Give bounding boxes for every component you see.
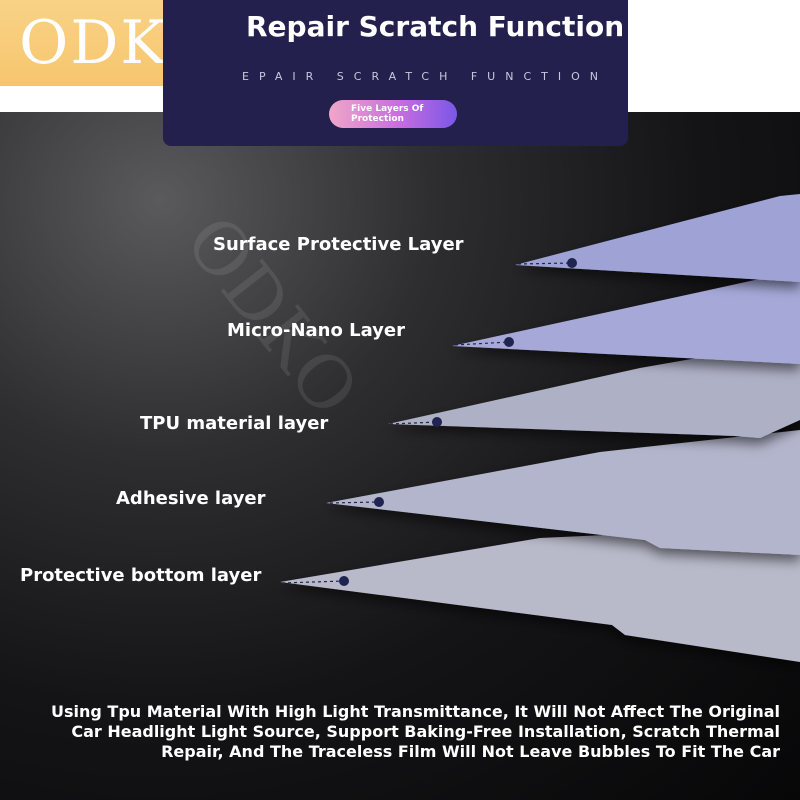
leader-dot-tpu bbox=[432, 417, 442, 427]
layer-sheet-tpu bbox=[388, 340, 800, 438]
product-description: Using Tpu Material With High Light Trans… bbox=[51, 702, 780, 761]
layer-sheet-protective-bottom bbox=[280, 526, 800, 662]
leader-dot-bottom bbox=[339, 576, 349, 586]
label-surface-protective-layer: Surface Protective Layer bbox=[213, 234, 464, 255]
layer-sheet-adhesive bbox=[326, 430, 800, 555]
label-adhesive-layer: Adhesive layer bbox=[116, 488, 266, 509]
label-protective-bottom-layer: Protective bottom layer bbox=[20, 565, 262, 586]
layer-sheet-micro-nano bbox=[452, 270, 800, 364]
banner-subtitle: EPAIR SCRATCH FUNCTION bbox=[242, 70, 608, 83]
five-layers-badge: Five Layers Of Protection bbox=[329, 100, 457, 128]
layer-sheet-surface bbox=[515, 194, 800, 282]
leader-dots bbox=[339, 258, 577, 586]
leader-dot-surface bbox=[567, 258, 577, 268]
leader-dot-micro-nano bbox=[504, 337, 514, 347]
badge-line-2: Protection bbox=[351, 114, 404, 124]
label-micro-nano-layer: Micro-Nano Layer bbox=[227, 320, 406, 341]
leader-lines bbox=[281, 262, 573, 584]
label-tpu-material-layer: TPU material layer bbox=[140, 413, 329, 434]
leader-dot-adhesive bbox=[374, 497, 384, 507]
badge-line-1: Five Layers Of bbox=[351, 104, 424, 114]
banner-title: Repair Scratch Function bbox=[246, 10, 625, 43]
